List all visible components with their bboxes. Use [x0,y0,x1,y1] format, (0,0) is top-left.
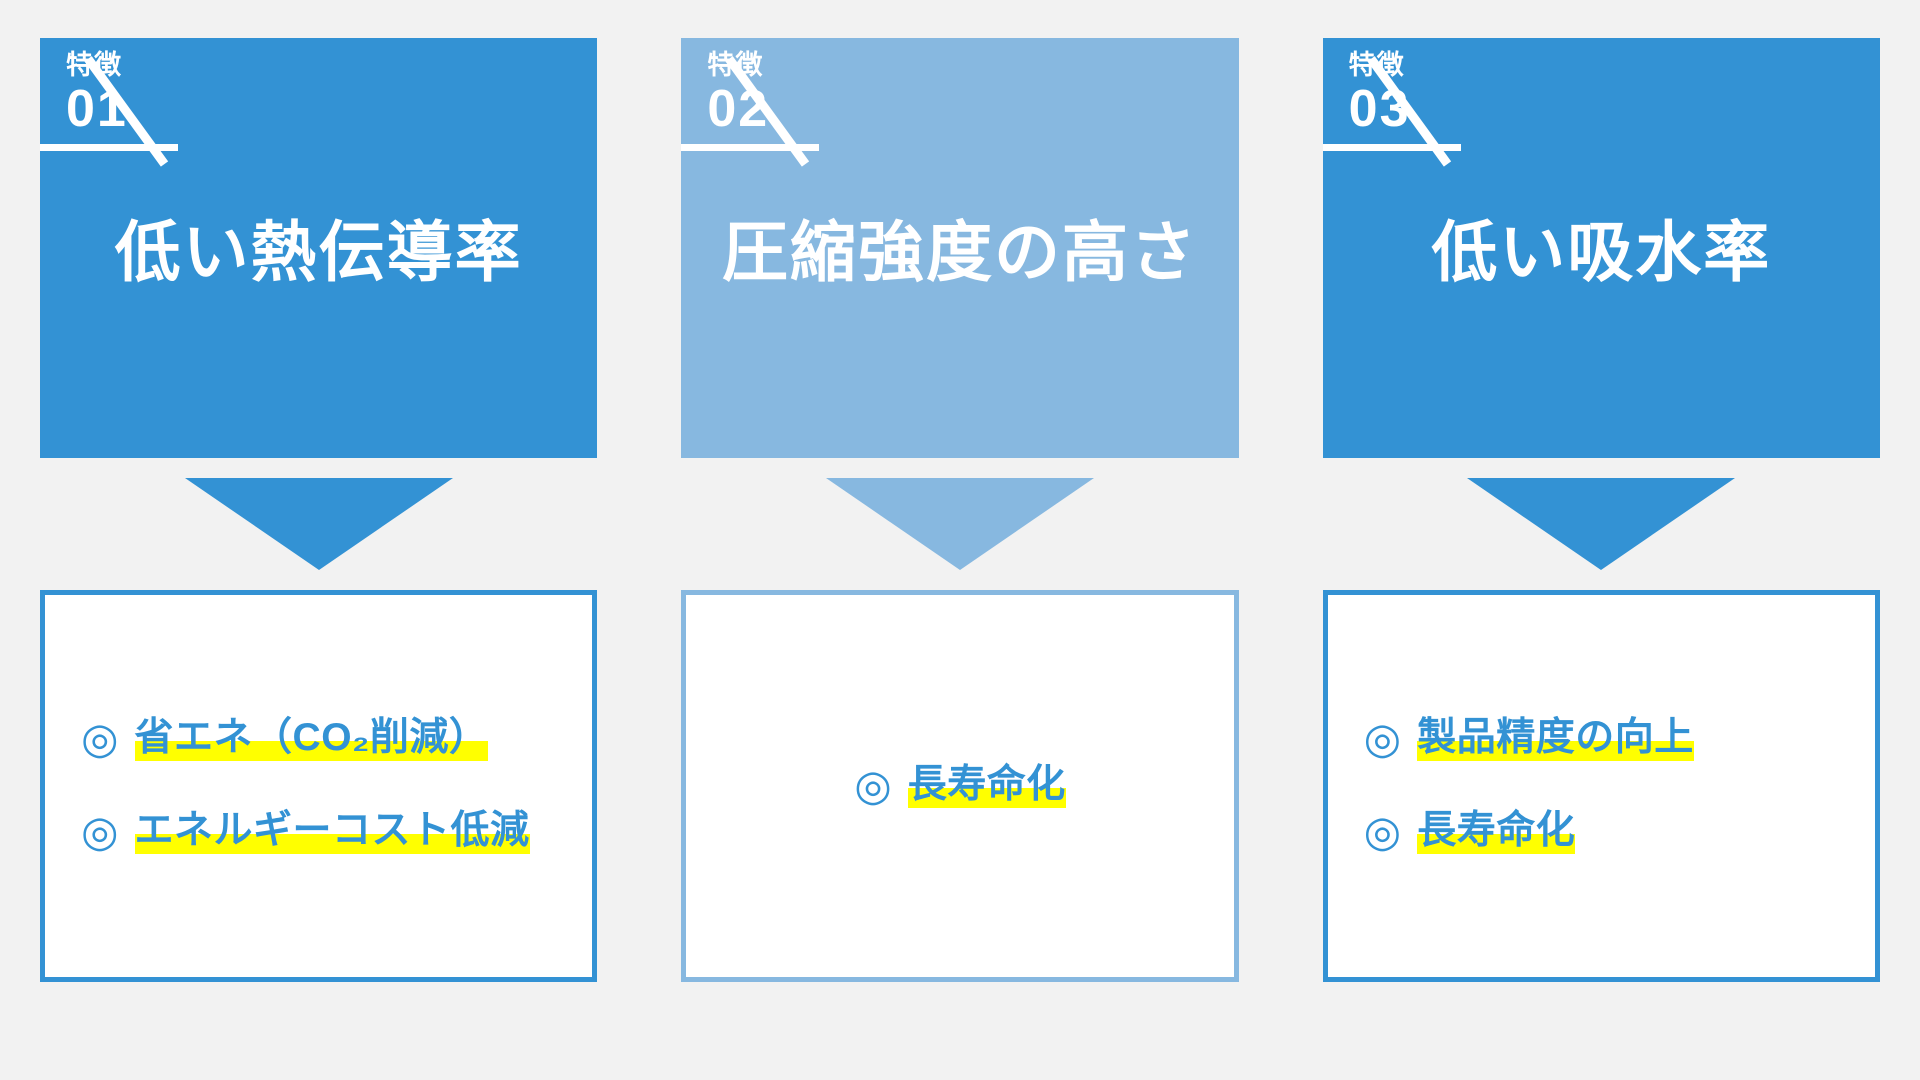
benefit-text: 長寿命化 [907,762,1066,806]
benefit-label: エネルギーコスト低減 [134,809,530,854]
feature-header-card-03: 特徴 03 低い吸水率 [1322,38,1880,458]
highlight-band [134,834,530,854]
highlight-band [1417,741,1694,761]
feature-header-card-01: 特徴 01 低い熱伝導率 [40,38,598,458]
benefit-text: 長寿命化 [1417,809,1576,852]
down-arrow-icon-01 [184,478,453,570]
feature-title-01: 低い熱伝導率 [114,215,523,289]
double-circle-icon: ◎ [1363,715,1402,763]
list-item: ◎ 長寿命化 [1364,811,1576,854]
highlight-band [1417,834,1576,854]
highlight-band [907,787,1066,808]
highlight-band [134,741,489,761]
benefit-text: 省エネ（CO₂削減） [134,716,489,759]
double-circle-icon: ◎ [1363,808,1402,856]
feature-badge-underline-icon-03 [1322,144,1461,151]
feature-header-card-02: 特徴 02 圧縮強度の高さ [681,38,1239,458]
list-item: ◎ 製品精度の向上 [1364,718,1694,761]
feature-benefit-box-03: ◎ 製品精度の向上 ◎ 長寿命化 [1322,590,1883,982]
feature-badge-underline-icon-01 [40,144,178,151]
benefit-label: 製品精度の向上 [1417,718,1694,761]
feature-benefit-box-01: ◎ 省エネ（CO₂削減） ◎ エネルギーコスト低減 [40,590,600,982]
feature-benefit-list-02: ◎ 長寿命化 [700,761,1219,810]
feature-badge-03: 特徴 03 [1322,38,1493,167]
double-circle-icon: ◎ [81,715,119,763]
double-circle-icon: ◎ [81,808,119,856]
feature-column-02: 特徴 02 圧縮強度の高さ ◎ 長寿命化 [681,38,1239,982]
benefit-text: 製品精度の向上 [1417,716,1694,759]
feature-badge-02: 特徴 02 [681,38,851,167]
benefit-text: エネルギーコスト低減 [134,809,530,852]
feature-benefit-list-03: ◎ 製品精度の向上 ◎ 長寿命化 [1342,718,1883,854]
feature-columns: 特徴 01 低い熱伝導率 ◎ 省エネ（CO₂削減） [40,38,1880,1058]
benefit-label: 省エネ（CO₂削減） [134,716,489,761]
feature-arrow-wrap-03 [1323,458,1880,590]
benefit-label: 長寿命化 [1417,809,1576,854]
feature-arrow-wrap-02 [681,458,1238,590]
feature-badge-underline-icon-02 [681,144,820,151]
feature-title-03: 低い吸水率 [1431,215,1772,289]
feature-column-03: 特徴 03 低い吸水率 ◎ 製品精度の向上 [1322,38,1883,982]
feature-badge-01: 特徴 01 [40,38,210,167]
feature-benefit-list-01: ◎ 省エネ（CO₂削減） ◎ エネルギーコスト低減 [59,718,600,854]
feature-benefit-box-02: ◎ 長寿命化 [681,590,1239,982]
down-arrow-icon-03 [1467,478,1736,570]
feature-column-01: 特徴 01 低い熱伝導率 ◎ 省エネ（CO₂削減） [40,38,600,982]
list-item: ◎ 長寿命化 [854,761,1066,810]
list-item: ◎ 省エネ（CO₂削減） [81,715,489,763]
benefit-label: 長寿命化 [907,762,1066,808]
down-arrow-icon-02 [825,478,1094,570]
list-item: ◎ エネルギーコスト低減 [81,811,530,854]
double-circle-icon: ◎ [854,761,892,810]
feature-title-02: 圧縮強度の高さ [721,215,1198,289]
feature-arrow-wrap-01 [40,458,597,590]
